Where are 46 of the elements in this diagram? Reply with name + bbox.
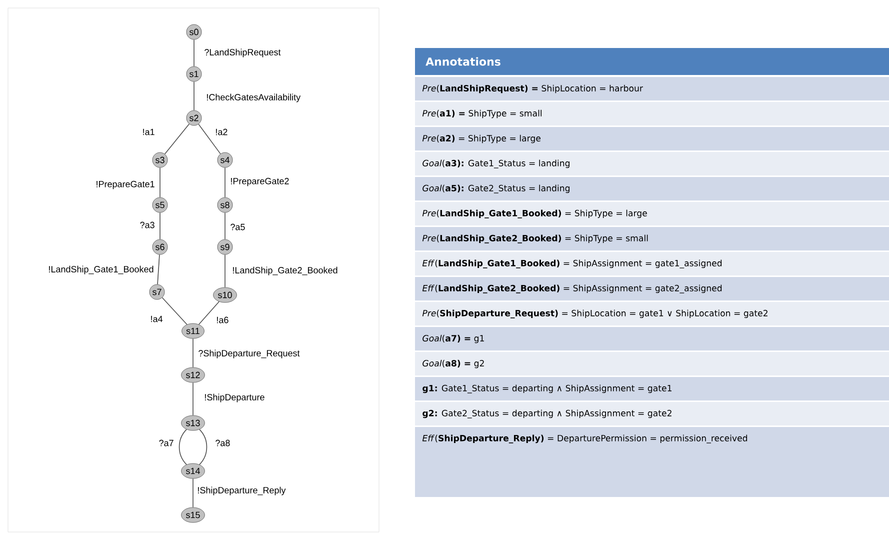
transition-line	[198, 301, 220, 325]
table-row: Pre(LandShip_Gate2_Booked) = ShipType = small	[415, 227, 889, 250]
edge-label: ?a7	[158, 438, 175, 448]
edge-label: !CheckGatesAvailability	[205, 92, 302, 104]
edge-label: !PrepareGate2	[229, 176, 290, 188]
table-row: Pre(LandShipRequest) = ShipLocation = harbour	[415, 77, 889, 100]
edge-label: ?ShipDeparture_Request	[197, 348, 301, 360]
transition-line	[199, 429, 208, 465]
edge-label: ?LandShipRequest	[203, 48, 282, 58]
table-row: g2: Gate2_Status = departing ∧ ShipAssignment = gate2	[415, 402, 889, 426]
edge-label: ?a8	[214, 438, 232, 448]
edge-label: !a2	[214, 128, 229, 136]
table-header: Annotations	[415, 48, 889, 75]
transition-line	[192, 478, 194, 508]
edge-label: !LandShip_Gate2_Booked	[231, 266, 339, 276]
table-row: g1: Gate1_Status = departing ∧ ShipAssignment = gate1	[415, 377, 889, 400]
edge-label: !LandShip_Gate1_Booked	[47, 264, 155, 276]
edge-label: !a1	[141, 128, 156, 136]
edge-label: !ShipDeparture	[203, 392, 266, 404]
transition-line	[178, 429, 187, 465]
transition-line	[192, 338, 194, 368]
transition-line	[198, 124, 221, 154]
edge-label: ?a5	[229, 222, 246, 232]
table-row: Eff(LandShip_Gate1_Booked) = ShipAssignment = gate1_assigned	[415, 252, 889, 276]
edge-label: !a6	[215, 316, 230, 324]
transition-line	[224, 212, 226, 240]
edge-label: !a4	[149, 314, 164, 324]
table-row: Pre(a1) = ShipType = small	[415, 102, 889, 126]
edge-label: ?a3	[138, 220, 156, 230]
table-row: Pre(ShipDeparture_Request) = ShipLocation = gate1 ∨ ShipLocation = gate2	[415, 302, 889, 326]
table-row: Eff(LandShip_Gate2_Booked) = ShipAssignment = gate2_assigned	[415, 277, 889, 300]
table-row: Pre(a2) = ShipType = large	[415, 127, 889, 150]
table-row: Goal(a3): Gate1_Status = landing	[415, 152, 889, 176]
table-row: Goal(a7) = g1	[415, 327, 889, 350]
transition-line	[157, 254, 160, 285]
transition-line	[224, 254, 226, 288]
table-row: Pre(LandShip_Gate1_Booked) = ShipType = large	[415, 202, 889, 226]
edge-label: !ShipDeparture_Reply	[196, 486, 287, 496]
table-row: Eff(ShipDeparture_Reply) = DeparturePermission = permission_received	[415, 427, 889, 497]
transition-line	[164, 124, 190, 154]
transition-line	[224, 167, 226, 198]
transition-line	[162, 297, 188, 325]
transition-line	[192, 382, 194, 416]
edge-label: !PrepareGate1	[94, 180, 156, 190]
table-row: Goal(a8) = g2	[415, 352, 889, 376]
table-row: Goal(a5): Gate2_Status = landing	[415, 177, 889, 200]
